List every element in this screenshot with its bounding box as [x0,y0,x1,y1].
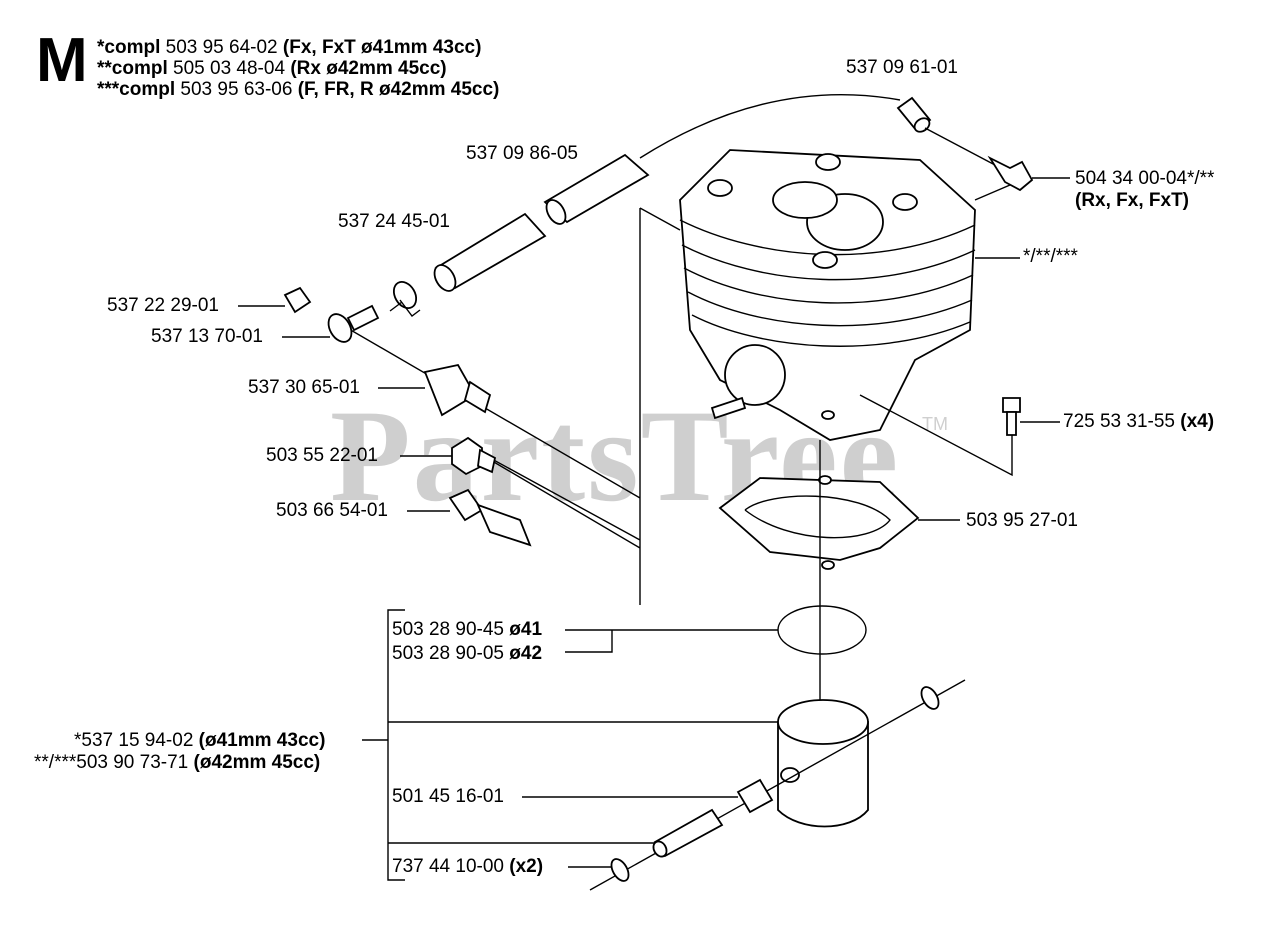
wrist-pin [652,808,724,858]
part-label: 503 28 90-45 ø41 [392,619,543,640]
tube-537-09-86-05 [543,153,650,225]
section-letter: M [36,26,88,95]
fuel-hose [639,93,901,159]
cylinder [679,149,976,441]
assembly-bracket [329,207,681,605]
plug-503-55-22-01 [451,436,497,476]
part-label: 537 30 65-01 [248,377,360,398]
valve-503-66-54-01 [448,488,532,547]
part-label: 537 24 45-01 [338,211,450,232]
part-label: 503 55 22-01 [266,445,378,466]
piston-group-bracket [362,609,405,881]
gasket-503-95-27-01 [718,475,920,570]
part-label: 737 44 10-00 (x2) [392,856,544,877]
elbow-504-34-00-04 [987,155,1034,192]
part-label: 503 95 27-01 [966,510,1078,531]
part-label: */**/*** [1023,246,1078,267]
piston-ring [777,605,867,655]
needle-bearing [736,778,774,814]
part-label: 537 22 29-01 [107,295,219,316]
part-label: 537 09 61-01 [846,57,958,78]
part-label: 503 66 54-01 [276,500,388,521]
part-label: 725 53 31-55 (x4) [1063,411,1215,432]
header-line-1: *compl 503 95 64-02 (Fx, FxT ø41mm 43cc) [97,37,482,58]
cap-537-22-29-01 [283,286,312,314]
header-line-2: **compl 505 03 48-04 (Rx ø42mm 45cc) [97,58,447,79]
fitting-537-13-70-01 [327,304,380,343]
tube-long [433,212,547,292]
bolt-725-53-31-55 [1002,397,1021,436]
fitting-537-09-61-01 [896,96,932,133]
part-label-spec: (Rx, Fx, FxT) [1075,190,1190,211]
part-label: 537 09 86-05 [466,143,578,164]
part-label: 537 13 70-01 [151,326,263,347]
part-label: 504 34 00-04*/** [1075,168,1215,189]
piston [777,699,869,828]
part-label: 501 45 16-01 [392,786,504,807]
watermark-tm: TM [922,414,948,434]
clip-537-24-45-01 [392,280,421,317]
part-label: **/***503 90 73-71 (ø42mm 45cc) [34,752,321,773]
valve-537-30-65-01 [423,363,492,417]
part-label: 503 28 90-05 ø42 [392,643,543,664]
header-line-3: ***compl 503 95 63-06 (F, FR, R ø42mm 45… [97,79,500,100]
part-label: *537 15 94-02 (ø41mm 43cc) [74,730,326,751]
